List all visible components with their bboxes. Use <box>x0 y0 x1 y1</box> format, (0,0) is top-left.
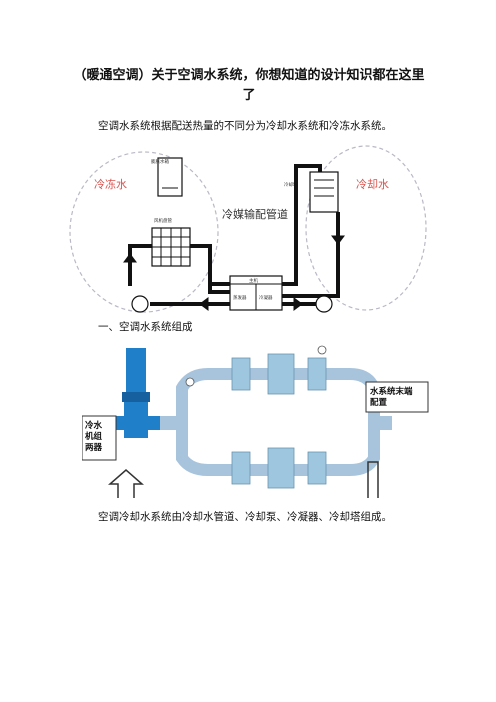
cooling-water-loop-circle <box>305 145 427 311</box>
valve-icon <box>267 353 295 395</box>
valve-icon <box>307 451 327 485</box>
refrigerant-pipe-label: 冷媒输配管道 <box>222 207 288 221</box>
chilled-water-loop-circle <box>69 151 219 313</box>
pressure-gauge-icon <box>317 345 327 355</box>
svg-text:风机盘管: 风机盘管 <box>154 217 172 224</box>
valve-icon <box>231 451 251 485</box>
svg-text:冷却塔: 冷却塔 <box>284 181 298 188</box>
svg-text:冷凝器: 冷凝器 <box>259 294 273 301</box>
page-title: （暖通空调）关于空调水系统，你想知道的设计知识都在这里了 <box>73 68 425 103</box>
bracket-outline <box>367 461 379 498</box>
up-arrow-outline <box>108 469 144 498</box>
arrow-right-icon <box>293 297 303 311</box>
pump-valve-illustration: 冷水机组两器 水系统末端配置 <box>81 338 434 508</box>
label-line: 机组 <box>85 431 103 442</box>
pressure-gauge-icon <box>185 377 195 387</box>
svg-text:水系统末端配置: 水系统末端配置 <box>369 386 413 408</box>
loop-pipe <box>176 368 380 476</box>
fan-coil-icon <box>151 227 191 267</box>
chilled-water-label: 冷冻水 <box>94 177 127 191</box>
valve-icon <box>231 357 251 391</box>
intro-paragraph: 空调水系统根据配送热量的不同分为冷却水系统和冷冻水系统。 <box>98 120 392 132</box>
valve-icon <box>267 447 295 489</box>
label-line: 配置 <box>370 397 388 408</box>
label-line: 冷水 <box>85 420 103 431</box>
chiller-label: 冷水机组两器 <box>85 420 103 453</box>
arrow-down-icon <box>331 235 345 245</box>
arrow-left-icon <box>199 297 209 311</box>
cooling-tower-icon <box>309 171 339 213</box>
vertical-pump-icon <box>112 348 160 438</box>
svg-text:主机: 主机 <box>249 277 258 284</box>
svg-text:膨胀水箱: 膨胀水箱 <box>151 158 169 165</box>
cooling-water-label: 冷却水 <box>356 178 389 191</box>
valve-icon <box>307 357 327 391</box>
section-heading-composition: 一、空调水系统组成 <box>98 321 193 333</box>
section-body-cooling: 空调冷却水系统由冷却水管道、冷却泵、冷凝器、冷却塔组成。 <box>98 511 392 523</box>
chilled-water-pump-icon <box>131 295 149 313</box>
chiller-unit-icon <box>229 275 283 311</box>
label-line: 两器 <box>85 443 103 453</box>
cooling-water-pump-icon <box>315 295 333 313</box>
label-line: 水系统末端 <box>369 386 413 397</box>
expansion-tank-icon <box>157 157 183 197</box>
arrow-up-icon <box>123 253 137 263</box>
water-system-schematic: 冷冻水 冷却水 冷媒输配管道 膨胀水箱 风机盘管 冷却塔 <box>66 136 430 322</box>
svg-text:蒸发器: 蒸发器 <box>233 294 247 301</box>
